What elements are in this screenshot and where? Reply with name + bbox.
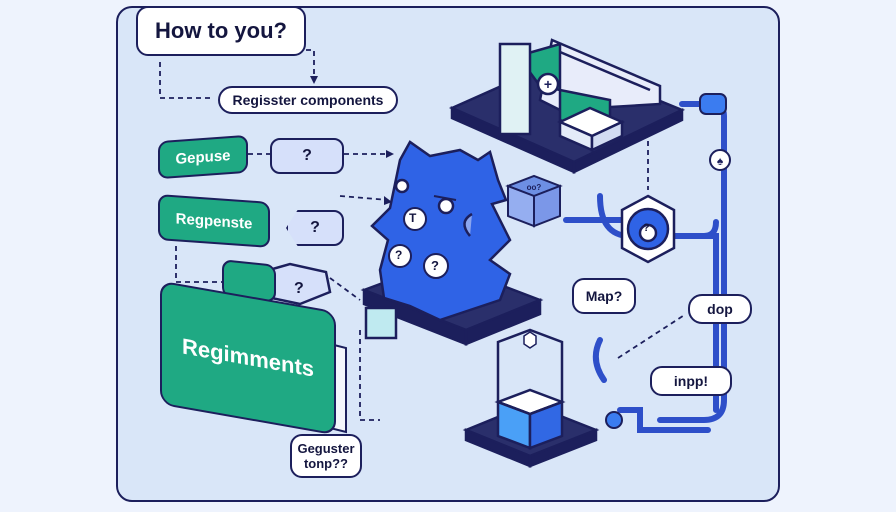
- valve-bottom-left: [605, 411, 623, 429]
- title-bubble: How to you?: [136, 6, 306, 56]
- connector-title-register: [159, 62, 214, 99]
- register-components-label[interactable]: Regisster components: [218, 86, 398, 114]
- connector-title-down: [306, 49, 315, 76]
- input-bubble[interactable]: inpp!: [650, 366, 732, 396]
- arrow-head-1: [386, 150, 394, 158]
- question-mark: ?: [310, 219, 320, 236]
- input-bubble-text: inpp!: [673, 373, 709, 389]
- question-box-2[interactable]: ?: [286, 210, 344, 246]
- bottom-bubble-text: Geguster tonp??: [297, 441, 355, 471]
- svg-text:oo?: oo?: [527, 183, 542, 192]
- glass-cube: [462, 328, 600, 468]
- svg-text:♠: ♠: [717, 154, 724, 168]
- tag-gepuse-label: Gepuse: [175, 146, 231, 168]
- connector-seat-bottom: [359, 330, 380, 421]
- machine-platform: +: [448, 38, 686, 174]
- valve-top-right: ♠: [699, 93, 731, 171]
- monster: [370, 140, 512, 322]
- monster-badge-t: T: [409, 211, 417, 225]
- tag-regimments-label: Regimments: [181, 333, 315, 382]
- connector-map-dop: [617, 313, 687, 359]
- small-cube: oo?: [505, 174, 563, 228]
- dop-bubble[interactable]: dop: [688, 294, 752, 324]
- title-text: How to you?: [155, 18, 287, 43]
- tag-regpenste-label: Regpenste: [175, 209, 253, 233]
- dop-bubble-text: dop: [707, 301, 733, 317]
- connector-hex-right: [329, 277, 361, 301]
- register-components-text: Regisster components: [232, 92, 384, 108]
- bottom-bubble: Geguster tonp??: [290, 434, 362, 478]
- hex-node-label: ?: [643, 222, 650, 234]
- tag-gepuse[interactable]: Gepuse: [158, 134, 248, 180]
- question-box-1[interactable]: ?: [270, 138, 344, 174]
- map-bubble-text: Map?: [585, 288, 623, 304]
- map-bubble[interactable]: Map?: [572, 278, 636, 314]
- monster-badges: [388, 207, 449, 279]
- hex-node: [620, 194, 676, 264]
- connector-left-vertical: [175, 246, 222, 283]
- arrow-head-2: [310, 76, 318, 84]
- svg-text:+: +: [544, 76, 552, 92]
- question-mark: ?: [302, 147, 312, 164]
- tag-regpenste[interactable]: Regpenste: [158, 194, 270, 248]
- hex-tag-question: ?: [294, 280, 304, 297]
- monster-badge-q1: ?: [395, 248, 403, 262]
- monster-badge-q2: ?: [431, 258, 439, 273]
- connector-regpenste-monster: [339, 195, 389, 201]
